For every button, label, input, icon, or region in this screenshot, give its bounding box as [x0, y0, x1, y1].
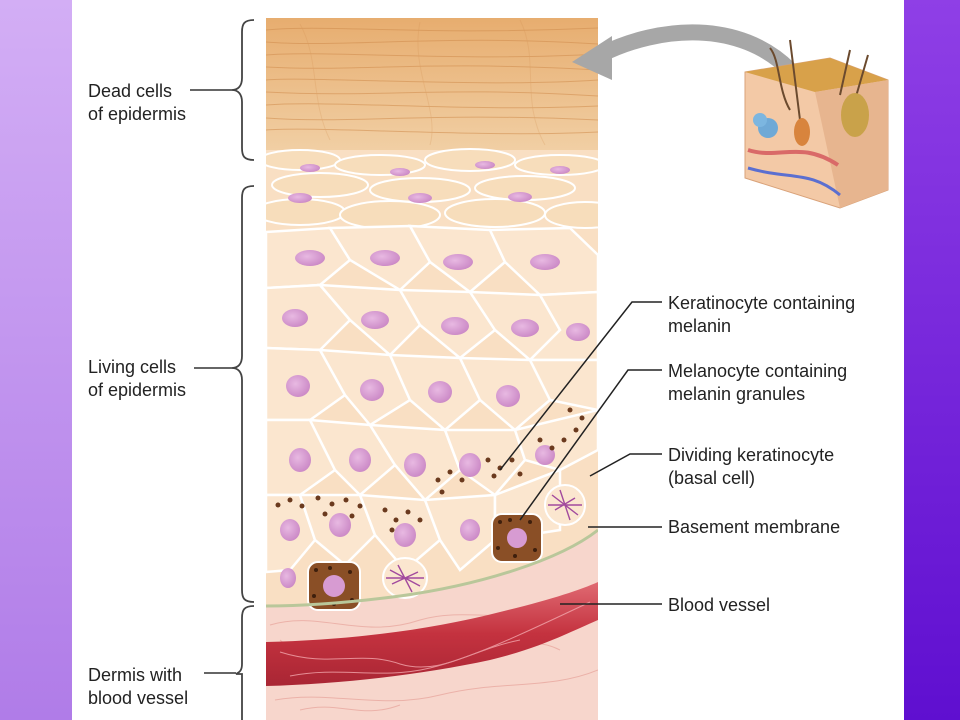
cell-nuclei — [280, 161, 590, 588]
label-melanocyte-line1: Melanocyte containing — [668, 361, 848, 381]
label-living-cells-line1: Living cells — [88, 357, 177, 377]
dead-cell-fibers — [266, 19, 598, 146]
dividing-cells — [382, 484, 586, 599]
curved-arrow — [572, 24, 798, 80]
left-leaders — [190, 89, 236, 674]
epidermis-illustration — [266, 18, 598, 720]
label-dividing-keratinocyte: Dividing keratinocyte (basal cell) — [668, 444, 834, 490]
label-dermis-line2: blood vessel — [88, 688, 189, 708]
label-basement-line1: Basement membrane — [668, 517, 841, 537]
left-brackets — [231, 19, 255, 720]
label-dead-cells: Dead cells of epidermis — [88, 80, 186, 126]
right-leaders — [499, 301, 662, 605]
label-dividing-line1: Dividing keratinocyte — [668, 445, 835, 465]
melanin-granules — [275, 407, 585, 533]
label-blood-vessel: Blood vessel — [668, 594, 770, 617]
melanocyte-cells — [307, 513, 543, 611]
label-living-cells-line2: of epidermis — [88, 380, 187, 400]
label-dividing-line2: (basal cell) — [668, 468, 756, 488]
label-dead-cells-line2: of epidermis — [88, 104, 187, 124]
label-blood-vessel-line1: Blood vessel — [668, 595, 771, 615]
label-dermis: Dermis with blood vessel — [88, 664, 188, 710]
background-frame-left — [0, 0, 72, 720]
label-dermis-line1: Dermis with — [88, 665, 183, 685]
blood-vessel-shape — [266, 582, 598, 686]
label-melanocyte-line2: melanin granules — [668, 384, 806, 404]
label-keratinocyte: Keratinocyte containing melanin — [668, 292, 855, 338]
label-melanocyte: Melanocyte containing melanin granules — [668, 360, 847, 406]
label-dead-cells-line1: Dead cells — [88, 81, 173, 101]
label-keratinocyte-line2: melanin — [668, 316, 732, 336]
label-basement-membrane: Basement membrane — [668, 516, 840, 539]
label-living-cells: Living cells of epidermis — [88, 356, 186, 402]
flattened-cells — [266, 148, 598, 230]
dead-cells-layer — [266, 18, 598, 150]
background-frame-right — [904, 0, 960, 720]
label-keratinocyte-line1: Keratinocyte containing — [668, 293, 856, 313]
blood-vessel-texture — [279, 601, 591, 677]
skin-block-inset — [744, 39, 889, 209]
basement-membrane-line — [266, 528, 598, 608]
